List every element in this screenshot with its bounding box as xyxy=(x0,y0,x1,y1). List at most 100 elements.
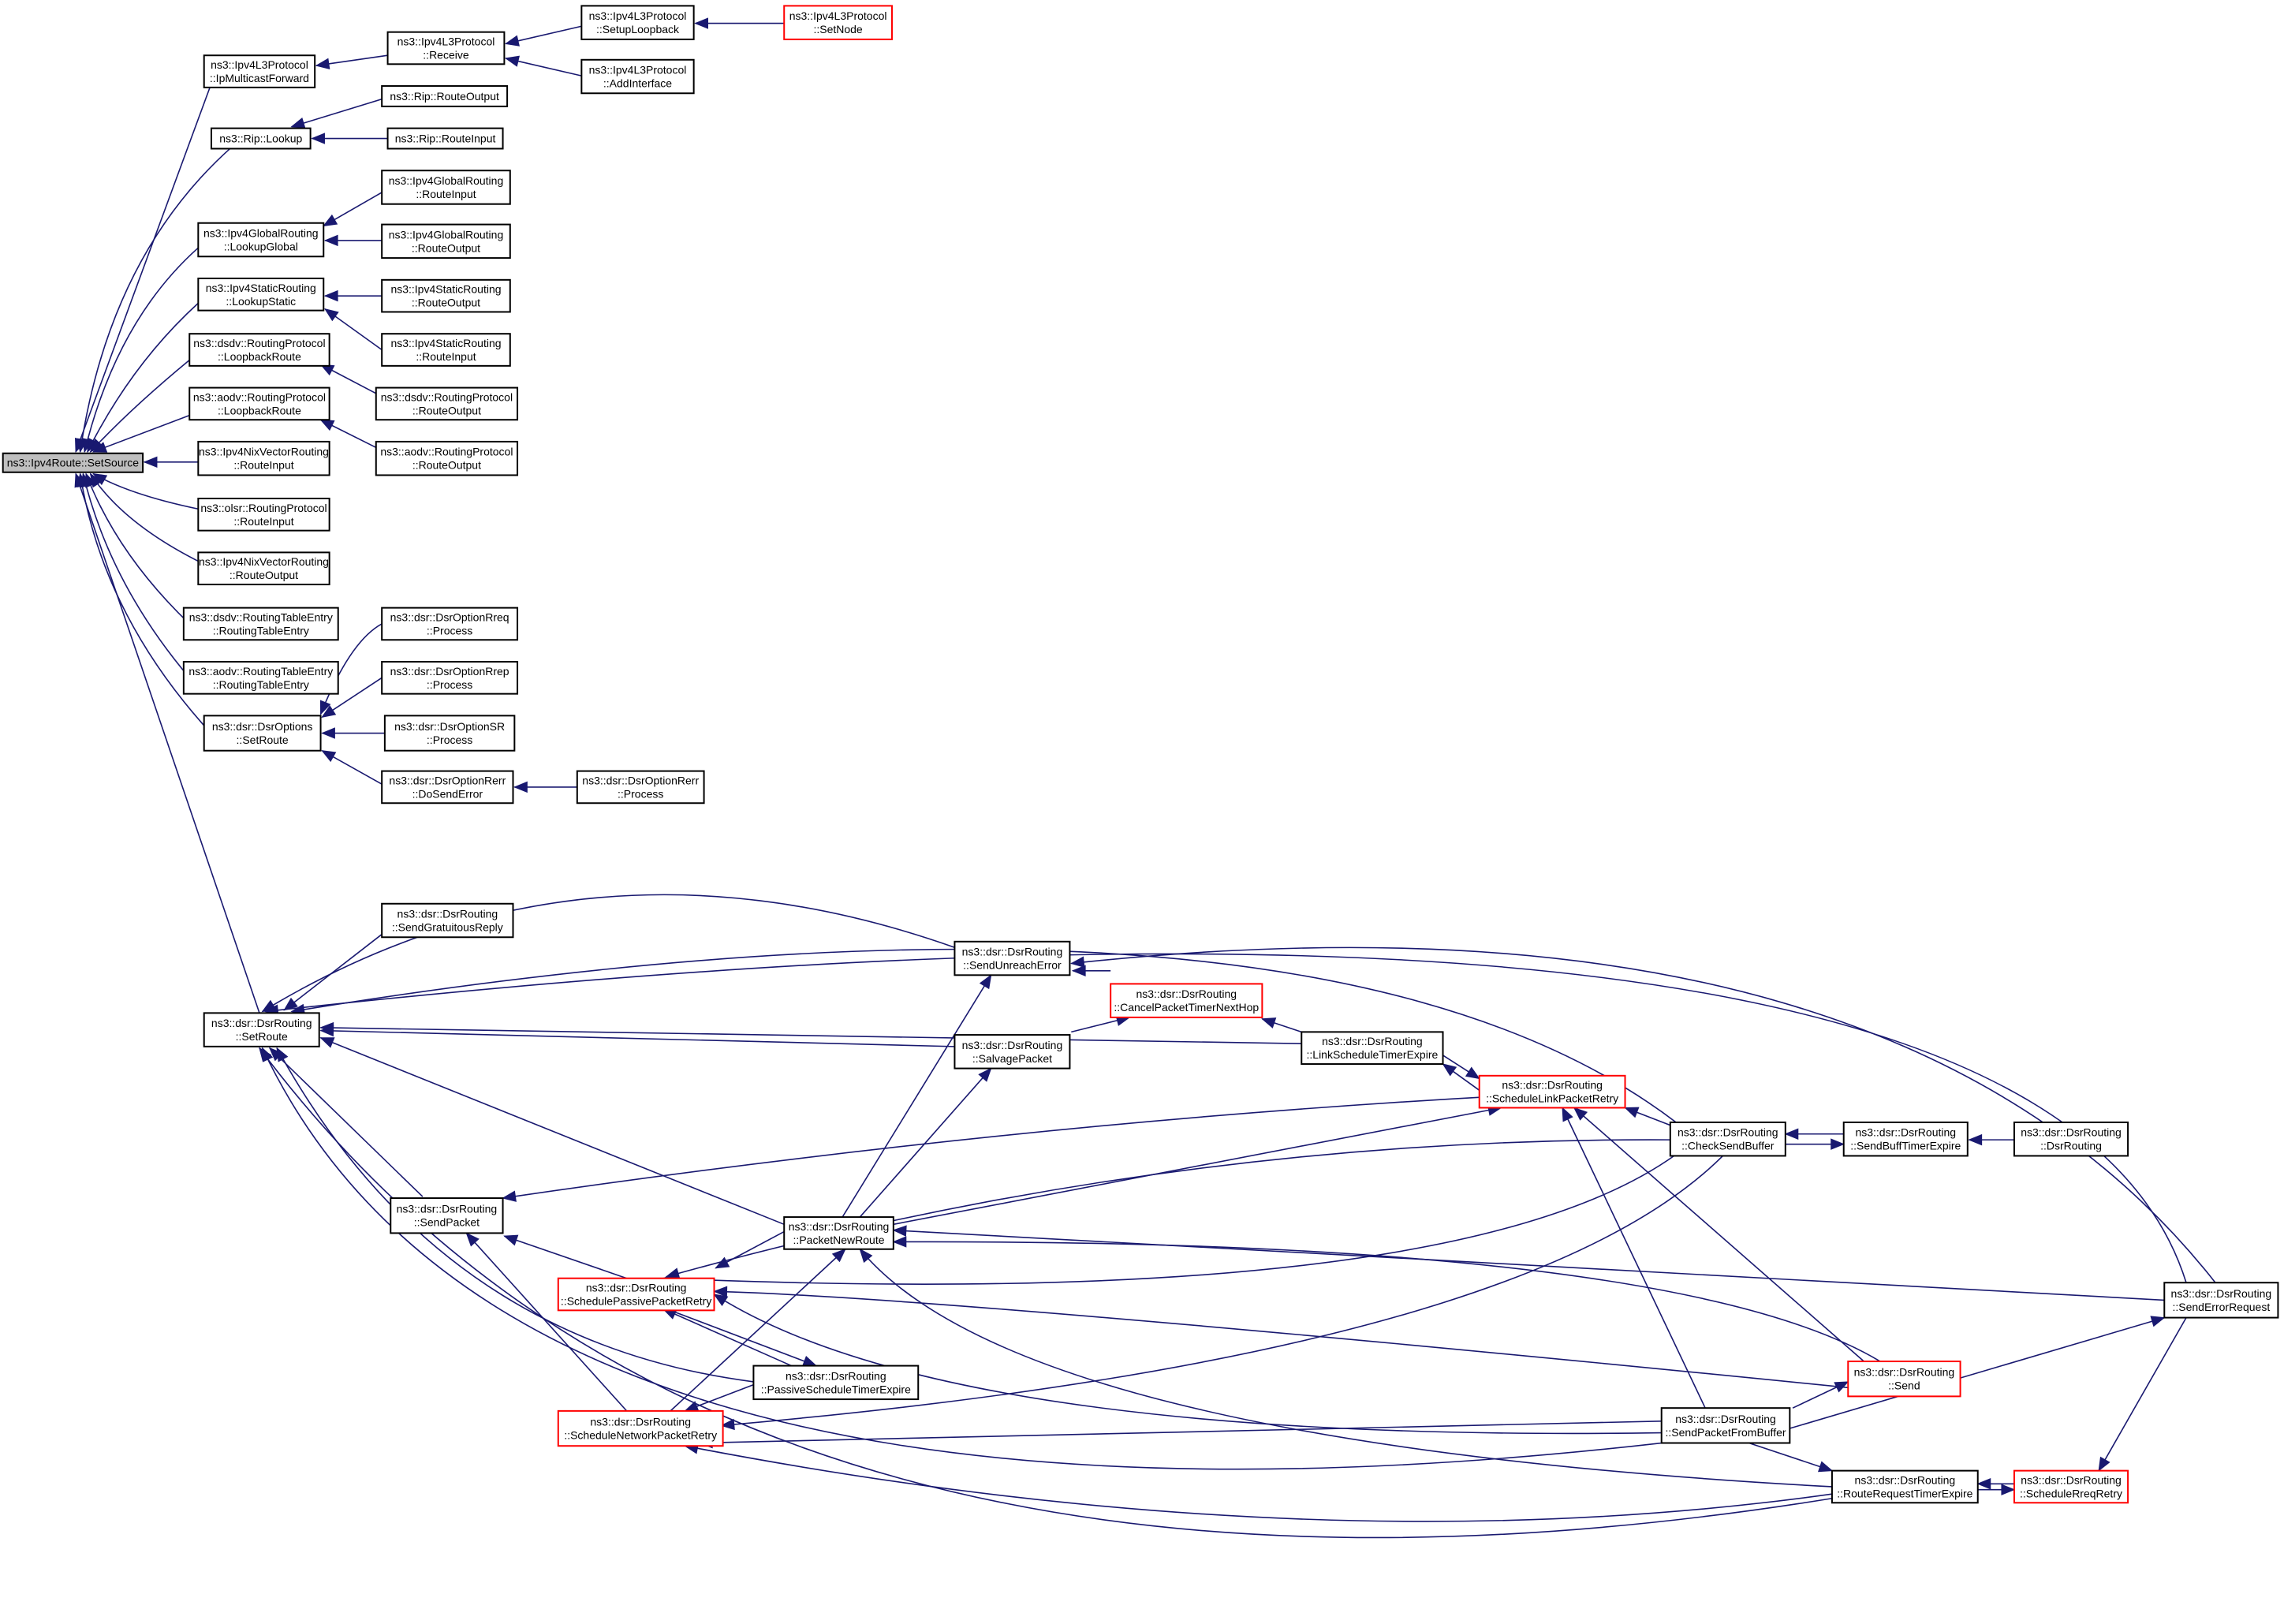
node-label: ::ScheduleLinkPacketRetry xyxy=(1486,1092,1618,1105)
call-edge-rreqexp-to-rreqretry xyxy=(2098,1317,2187,1472)
node-box xyxy=(752,1365,920,1401)
node-sendpkt[interactable]: ns3::dsr::DsrRouting::SendPacket xyxy=(390,1197,504,1234)
node-label: ::SendUnreachError xyxy=(963,959,1062,972)
edge-line xyxy=(504,1235,627,1279)
node-grout[interactable]: ns3::Ipv4GlobalRouting::RouteOutput xyxy=(381,223,511,259)
node-label: ::Receive xyxy=(423,48,469,61)
node-label: ::DoSendError xyxy=(412,787,483,800)
node-box xyxy=(197,277,325,312)
node-rrep[interactable]: ns3::dsr::DsrOptionRrep::Process xyxy=(381,660,519,695)
edge-line xyxy=(666,1139,1670,1278)
node-label: ::SetNode xyxy=(813,23,862,35)
node-dsdvlb[interactable]: ns3::dsdv::RoutingProtocol::LoopbackRout… xyxy=(188,333,330,367)
node-dsdvrte[interactable]: ns3::dsdv::RoutingTableEntry::RoutingTab… xyxy=(182,607,339,641)
node-box xyxy=(381,223,511,259)
arrowhead-icon xyxy=(502,1190,517,1202)
node-riproutein[interactable]: ns3::Rip::RouteInput xyxy=(386,127,504,150)
call-edge-slookup-to-root xyxy=(87,302,199,454)
node-rreq[interactable]: ns3::dsr::DsrOptionRreq::Process xyxy=(381,607,519,641)
node-box xyxy=(188,386,330,421)
edge-line xyxy=(92,472,204,511)
node-box xyxy=(783,1216,894,1250)
node-aodvrout[interactable]: ns3::aodv::RoutingProtocol::RouteOutput xyxy=(375,440,519,476)
node-riprouteout[interactable]: ns3::Rip::RouteOutput xyxy=(381,85,509,107)
node-srin[interactable]: ns3::Ipv4StaticRouting::RouteInput xyxy=(381,333,511,367)
node-root[interactable]: ns3::Ipv4Route::SetSource xyxy=(2,452,144,473)
edge-line xyxy=(859,1068,992,1218)
node-riplookup[interactable]: ns3::Rip::Lookup xyxy=(210,127,312,150)
call-edge-grin-to-glookup xyxy=(323,192,383,227)
node-srproc[interactable]: ns3::dsr::DsrOptionSR::Process xyxy=(383,715,516,752)
node-senderrreq[interactable]: ns3::dsr::DsrRouting::SendErrorRequest xyxy=(2163,1282,2279,1319)
node-rreqexp[interactable]: ns3::dsr::DsrRouting::RouteRequestTimerE… xyxy=(1831,1469,1979,1504)
node-rreqretry[interactable]: ns3::dsr::DsrRouting::ScheduleRreqRetry xyxy=(2013,1469,2129,1504)
node-addif[interactable]: ns3::Ipv4L3Protocol::AddInterface xyxy=(580,58,695,95)
node-passexp[interactable]: ns3::dsr::DsrRouting::PassiveScheduleTim… xyxy=(752,1365,920,1401)
node-olsrin[interactable]: ns3::olsr::RoutingProtocol::RouteInput xyxy=(197,498,330,532)
node-optsetroute[interactable]: ns3::dsr::DsrOptions::SetRoute xyxy=(203,715,322,752)
edge-line xyxy=(1748,1442,1833,1472)
node-setnode[interactable]: ns3::Ipv4L3Protocol::SetNode xyxy=(783,5,893,40)
arrowhead-icon xyxy=(323,214,338,227)
node-dsrsetroute[interactable]: ns3::dsr::DsrRouting::SetRoute xyxy=(203,1012,320,1047)
node-nixout[interactable]: ns3::Ipv4NixVectorRouting::RouteOutput xyxy=(197,551,330,586)
node-salvage[interactable]: ns3::dsr::DsrRouting::SalvagePacket xyxy=(954,1034,1071,1070)
call-edge-senderrreq-to-sendfrombuf xyxy=(1069,946,2216,1283)
arrowhead-icon xyxy=(321,727,335,739)
node-box xyxy=(197,222,325,258)
node-box xyxy=(783,5,893,40)
node-send[interactable]: ns3::dsr::DsrRouting::Send xyxy=(1847,1361,1961,1398)
edge-line xyxy=(276,1047,754,1383)
arrowhead-icon xyxy=(1976,1478,1991,1490)
node-gratuitous[interactable]: ns3::dsr::DsrRouting::SendGratuitousRepl… xyxy=(381,902,514,939)
node-passretry[interactable]: ns3::dsr::DsrRouting::SchedulePassivePac… xyxy=(557,1277,715,1312)
call-edge-passretry-to-passexp xyxy=(713,1294,1662,1435)
node-recv[interactable]: ns3::Ipv4L3Protocol::Receive xyxy=(386,31,506,65)
node-box xyxy=(381,607,519,641)
node-aodvrte[interactable]: ns3::aodv::RoutingTableEntry::RoutingTab… xyxy=(182,660,339,695)
node-slookup[interactable]: ns3::Ipv4StaticRouting::LookupStatic xyxy=(197,277,325,312)
node-linkretry[interactable]: ns3::dsr::DsrRouting::ScheduleLinkPacket… xyxy=(1478,1074,1626,1109)
node-srout[interactable]: ns3::Ipv4StaticRouting::RouteOutput xyxy=(381,278,511,313)
node-label: ns3::Ipv4NixVectorRouting xyxy=(199,446,329,458)
node-label: ns3::Ipv4StaticRouting xyxy=(390,283,501,296)
call-edge-buffexp-to-checkbuf xyxy=(1784,1128,1844,1140)
node-rerrproc[interactable]: ns3::dsr::DsrOptionRerr::Process xyxy=(576,770,705,805)
edge-line xyxy=(700,1421,1662,1444)
edge-line xyxy=(670,1249,846,1412)
arrowhead-icon xyxy=(1069,956,1085,968)
node-box xyxy=(210,127,312,150)
node-label: ns3::dsr::DsrRouting xyxy=(397,1203,498,1215)
call-edge-rrep-to-optsetroute xyxy=(321,677,383,718)
node-dsrctor[interactable]: ns3::dsr::DsrRouting::DsrRouting xyxy=(2013,1121,2129,1157)
node-setuplb[interactable]: ns3::Ipv4L3Protocol::SetupLoopback xyxy=(580,5,695,40)
node-linkexp[interactable]: ns3::dsr::DsrRouting::LinkScheduleTimerE… xyxy=(1301,1031,1444,1066)
node-dosenderr[interactable]: ns3::dsr::DsrOptionRerr::DoSendError xyxy=(381,770,514,805)
edge-line xyxy=(714,1290,1849,1389)
node-netretry[interactable]: ns3::dsr::DsrRouting::ScheduleNetworkPac… xyxy=(557,1409,724,1447)
node-label: ::RouteInput xyxy=(233,515,293,528)
node-cancel[interactable]: ns3::dsr::DsrRouting::CancelPacketTimerN… xyxy=(1110,983,1263,1018)
node-sendfrombuf[interactable]: ns3::dsr::DsrRouting::SendPacketFromBuff… xyxy=(1660,1407,1791,1444)
call-edge-linkexp-to-linkretry xyxy=(1442,1055,1480,1080)
node-ipmf[interactable]: ns3::Ipv4L3Protocol::IpMulticastForward xyxy=(203,54,316,88)
node-dsdvrout[interactable]: ns3::dsdv::RoutingProtocol::RouteOutput xyxy=(375,386,519,421)
node-pktnew[interactable]: ns3::dsr::DsrRouting::PacketNewRoute xyxy=(783,1216,894,1250)
call-edge-send-to-linkretry xyxy=(1573,1107,1866,1364)
node-box xyxy=(2013,1121,2129,1157)
node-label: ns3::dsr::DsrRouting xyxy=(789,1220,890,1233)
node-label: ::ScheduleRreqRetry xyxy=(2020,1487,2122,1499)
node-grin[interactable]: ns3::Ipv4GlobalRouting::RouteInput xyxy=(381,170,511,205)
node-unreach[interactable]: ns3::dsr::DsrRouting::SendUnreachError xyxy=(954,940,1071,976)
arrowhead-icon xyxy=(324,308,339,322)
node-label: ::RouteInput xyxy=(416,188,476,200)
arrowhead-icon xyxy=(684,1401,700,1412)
node-aodvlb[interactable]: ns3::aodv::RoutingProtocol::LoopbackRout… xyxy=(188,386,330,421)
node-nixin[interactable]: ns3::Ipv4NixVectorRouting::RouteInput xyxy=(197,440,330,476)
node-label: ns3::dsr::DsrOptions xyxy=(212,720,313,733)
node-buffexp[interactable]: ns3::dsr::DsrRouting::SendBuffTimerExpir… xyxy=(1842,1121,1969,1157)
node-checkbuf[interactable]: ns3::dsr::DsrRouting::CheckSendBuffer xyxy=(1669,1121,1786,1157)
node-glookup[interactable]: ns3::Ipv4GlobalRouting::LookupGlobal xyxy=(197,222,325,258)
arrowhead-icon xyxy=(1562,1107,1573,1122)
